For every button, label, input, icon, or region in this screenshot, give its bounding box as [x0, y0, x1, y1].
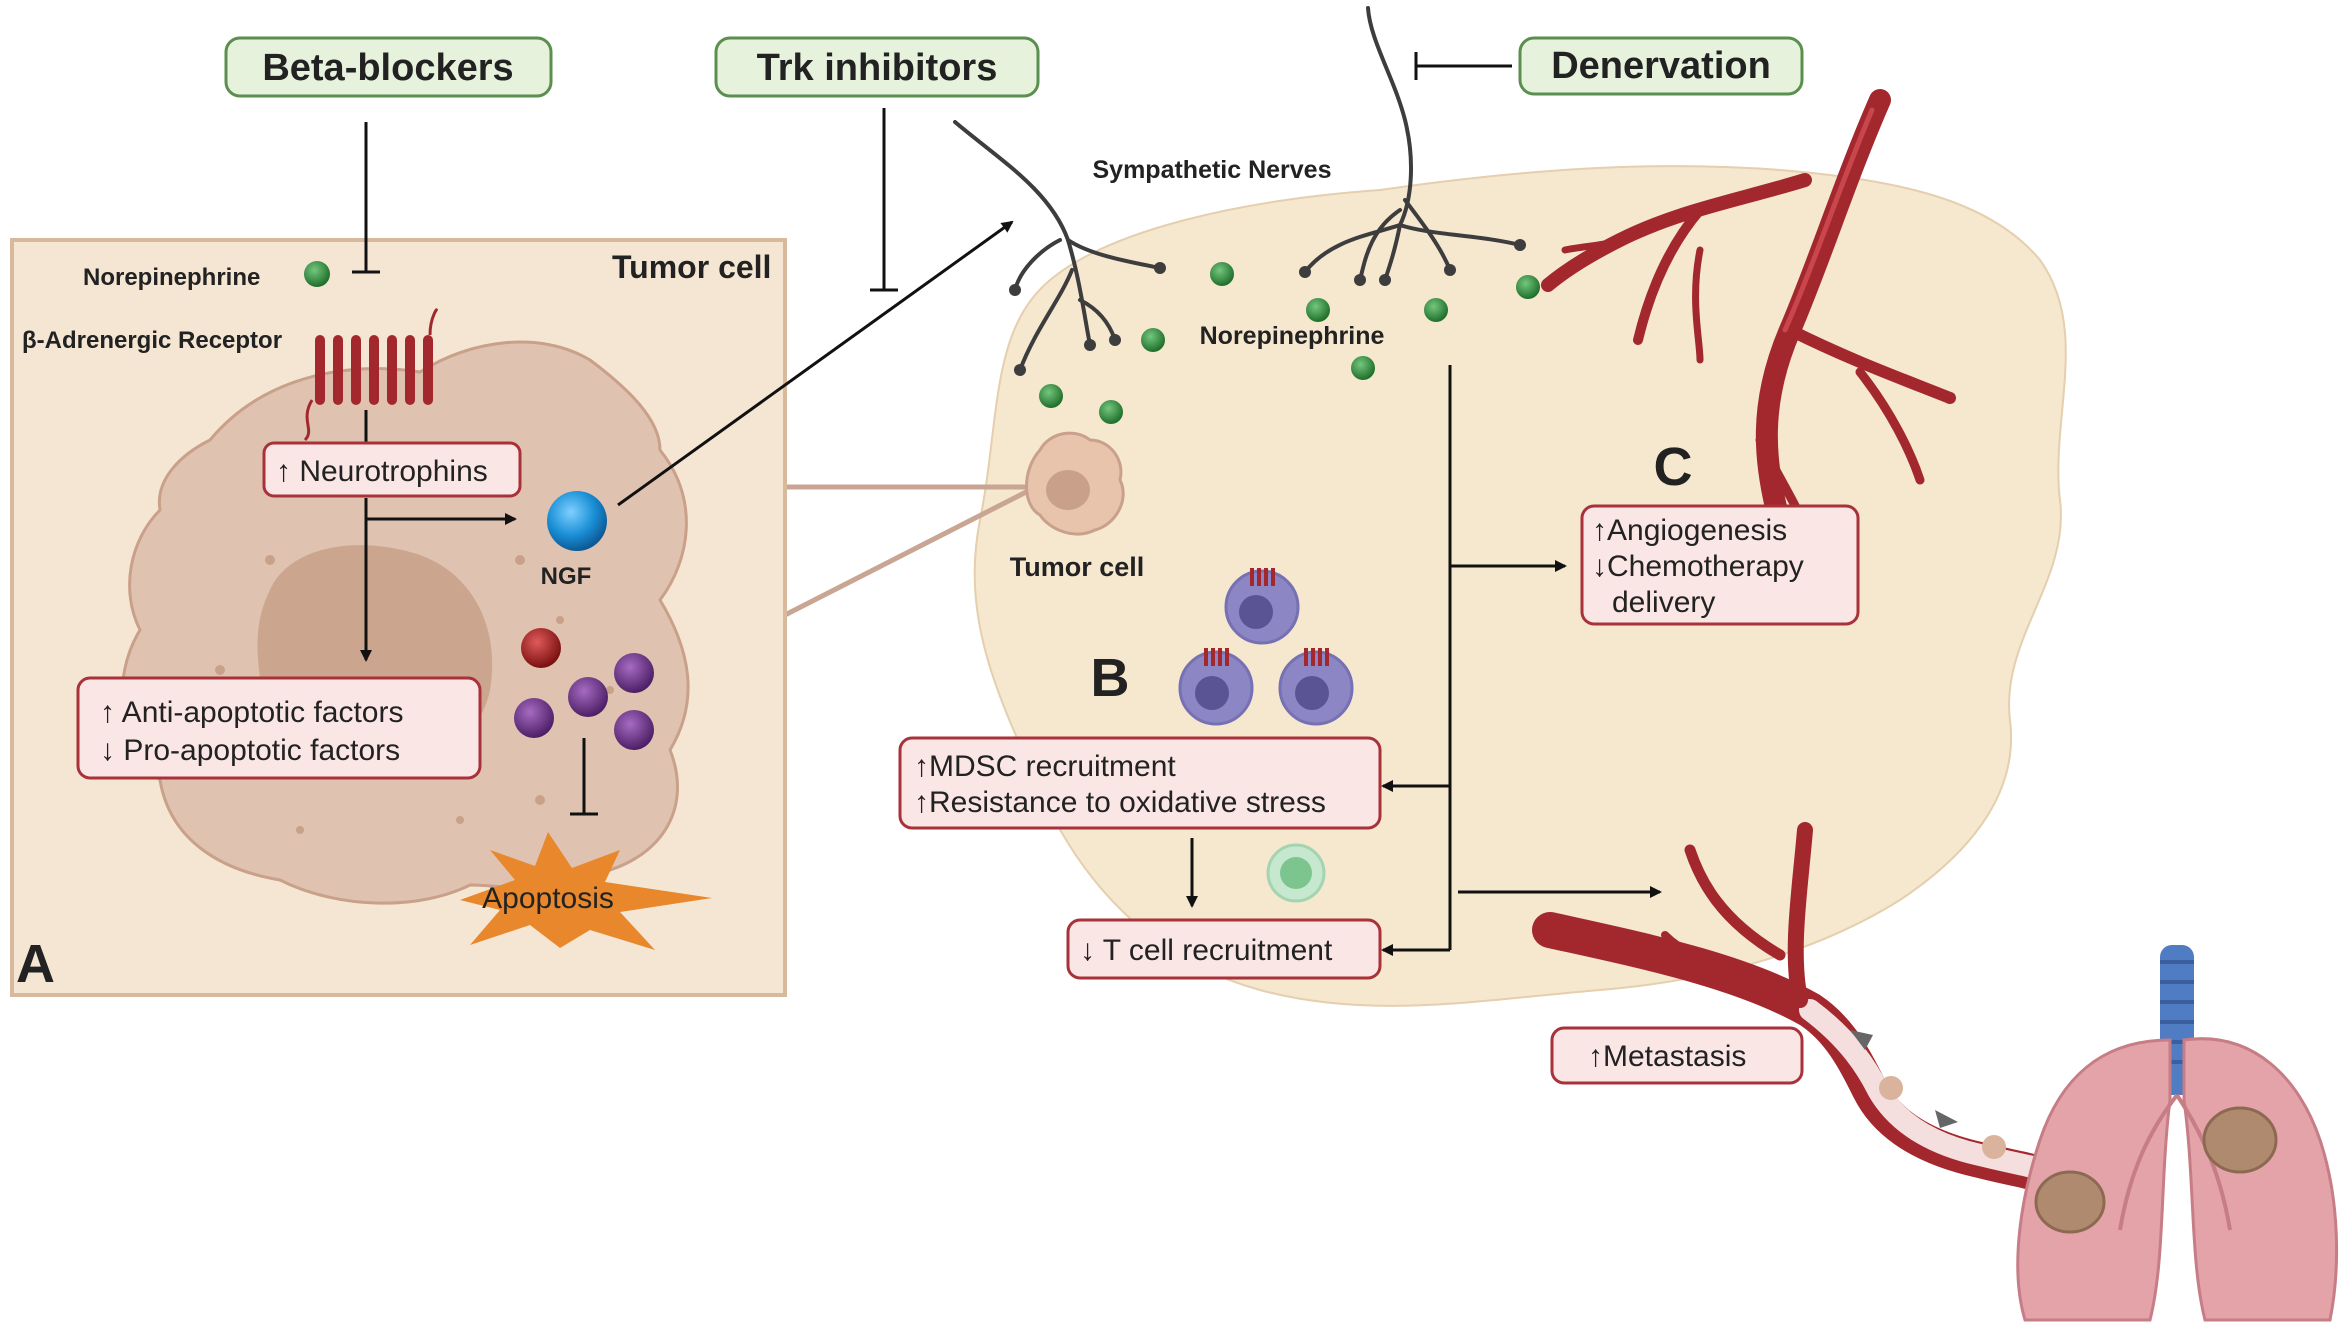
- ngf-label: NGF: [541, 563, 592, 590]
- panel-a-norepinephrine-label: Norepinephrine: [83, 264, 260, 291]
- tcell-label: ↓ T cell recruitment: [1080, 934, 1333, 967]
- pro-apoptotic-label: ↓ Pro-apoptotic factors: [100, 734, 400, 767]
- lungs: [2016, 945, 2339, 1322]
- cytoplasm-dots: [215, 555, 614, 834]
- angiogenesis-label: ↑Angiogenesis: [1592, 514, 1787, 547]
- tumor-norepinephrine-label: Norepinephrine: [1200, 322, 1385, 350]
- delivery-label: delivery: [1612, 586, 1715, 619]
- neurotrophins-label: ↑ Neurotrophins: [276, 455, 488, 488]
- denervation-pill: [1518, 36, 1804, 96]
- apoptotic-factors-box: [76, 676, 482, 780]
- angiogenic-vessel-highlight: [1782, 107, 1875, 333]
- receptor-label: β-Adrenergic Receptor: [22, 327, 282, 354]
- mdsc-label: ↑MDSC recruitment: [914, 750, 1176, 783]
- zoom-line-bottom: [783, 487, 1032, 618]
- tcell-box: [1066, 918, 1382, 980]
- beta-blockers-pill: [224, 36, 553, 98]
- ngf-to-nerves-arrow: [617, 220, 1014, 507]
- norepinephrine-molecule: [304, 261, 330, 287]
- anti-apoptotic-molecule-1: [614, 653, 654, 693]
- tumor-cell-small-label: Tumor cell: [1010, 552, 1145, 582]
- sympathetic-nerve-right: [1303, 6, 1522, 282]
- neurotrophins-box: [262, 441, 522, 498]
- denervation-label: Denervation: [1551, 45, 1771, 87]
- metastasis-box: [1550, 1026, 1804, 1085]
- trk-inhibitors-label: Trk inhibitors: [757, 47, 998, 89]
- nerve-terminals-left: [1009, 262, 1166, 376]
- mdsc-cells: [1178, 568, 1354, 726]
- beta-blockers-label: Beta-blockers: [262, 47, 513, 89]
- panel-b-letter: B: [1091, 648, 1130, 708]
- oxidative-label: ↑Resistance to oxidative stress: [914, 786, 1326, 819]
- trk-inhibitors-pill: [714, 36, 1040, 98]
- metastasis-label: ↑Metastasis: [1588, 1040, 1746, 1073]
- anti-apoptotic-molecule-3: [514, 698, 554, 738]
- nerve-terminals-right: [1299, 239, 1526, 286]
- panel-a-letter: A: [16, 934, 55, 994]
- anti-apoptotic-molecule-2: [568, 677, 608, 717]
- anti-apoptotic-label: ↑ Anti-apoptotic factors: [100, 696, 404, 729]
- panel-c-letter: C: [1654, 437, 1693, 497]
- angiogenic-vessel: [1541, 89, 1956, 551]
- beta-adrenergic-receptor: [303, 308, 438, 442]
- chemotherapy-label: ↓Chemotherapy: [1592, 550, 1804, 583]
- mdsc-box: [898, 736, 1382, 830]
- anti-apoptotic-molecule-4: [614, 710, 654, 750]
- norepinephrine-beads: [1039, 262, 1540, 424]
- t-cell-nucleus: [1280, 857, 1312, 889]
- sympathetic-nerves-label: Sympathetic Nerves: [1092, 156, 1331, 184]
- angiogenesis-box: [1580, 504, 1860, 626]
- panel-a-title: Tumor cell: [612, 249, 771, 285]
- tumor-cell-small-nucleus: [1046, 470, 1090, 510]
- apoptosis-label: Apoptosis: [482, 882, 614, 915]
- apoptosis-star: [460, 832, 712, 950]
- anti-apoptotic-molecule-red: [521, 628, 561, 668]
- ngf-molecule: [547, 491, 607, 551]
- metastasis-vessel: [1532, 822, 2058, 1193]
